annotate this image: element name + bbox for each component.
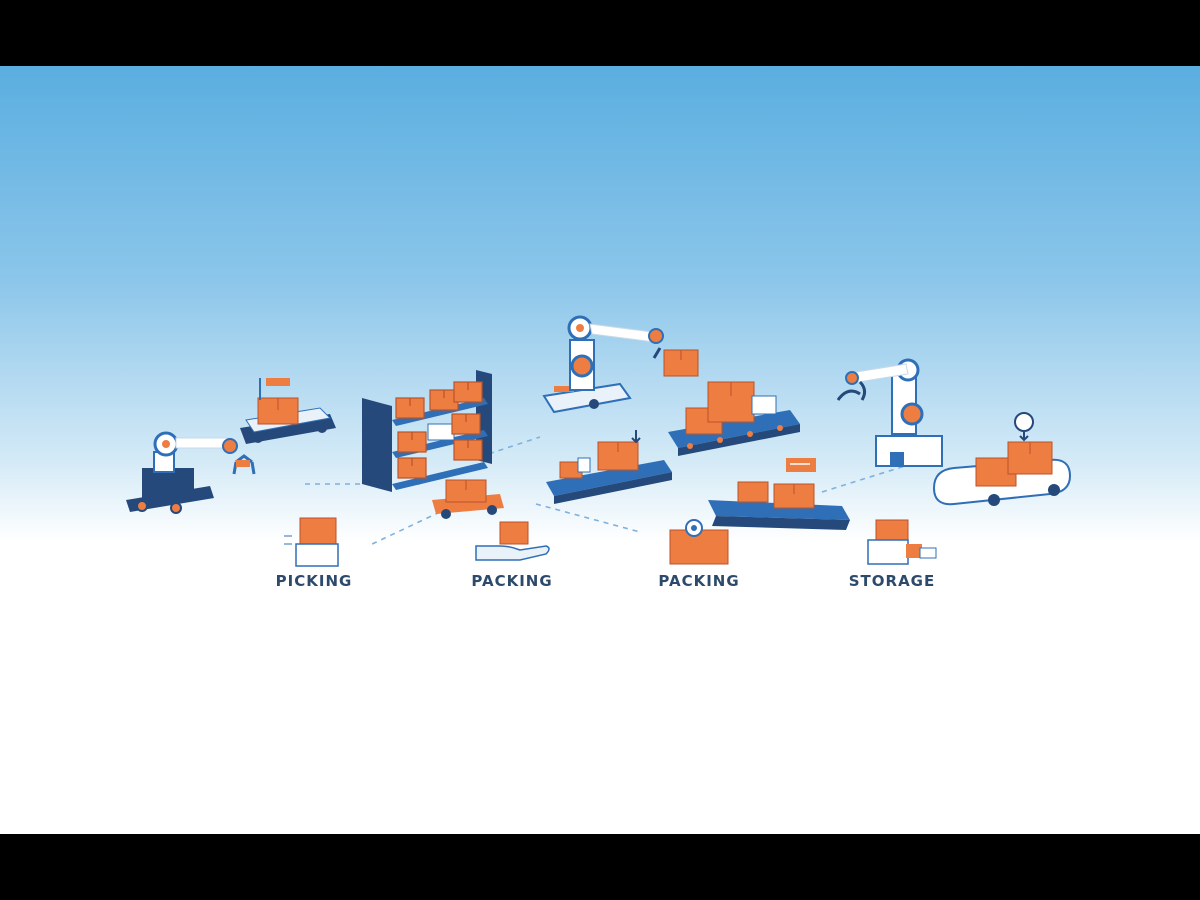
taped-box-icon (669, 519, 729, 565)
conveyor-belt-right (932, 412, 1072, 506)
stage-label-packing-2: PACKING (658, 572, 740, 590)
robot-arm-right (836, 358, 943, 467)
small-delivery-cart (432, 479, 504, 519)
stage-label-packing-1: PACKING (471, 572, 553, 590)
letterbox-bottom (0, 834, 1200, 900)
stage-label-storage: STORAGE (848, 572, 936, 590)
box-on-hand-icon (475, 521, 550, 561)
stage-label-picking: PICKING (275, 572, 353, 590)
flow-line-to-storage (821, 465, 906, 493)
conveyor-belt-upper (668, 381, 800, 456)
loaded-cart (240, 378, 336, 444)
storage-shelf (362, 370, 492, 492)
robot-arm-cart-left (126, 431, 256, 514)
conveyor-belt-lower (708, 458, 850, 530)
robot-arm-center (542, 315, 699, 414)
box-with-list-icon (284, 517, 339, 567)
boxes-with-truck-icon (867, 519, 937, 565)
flow-line-to-packing (535, 503, 641, 533)
conveyor-belt-middle (546, 430, 672, 504)
flow-line-to-picking (369, 511, 441, 546)
letterbox-top (0, 0, 1200, 66)
